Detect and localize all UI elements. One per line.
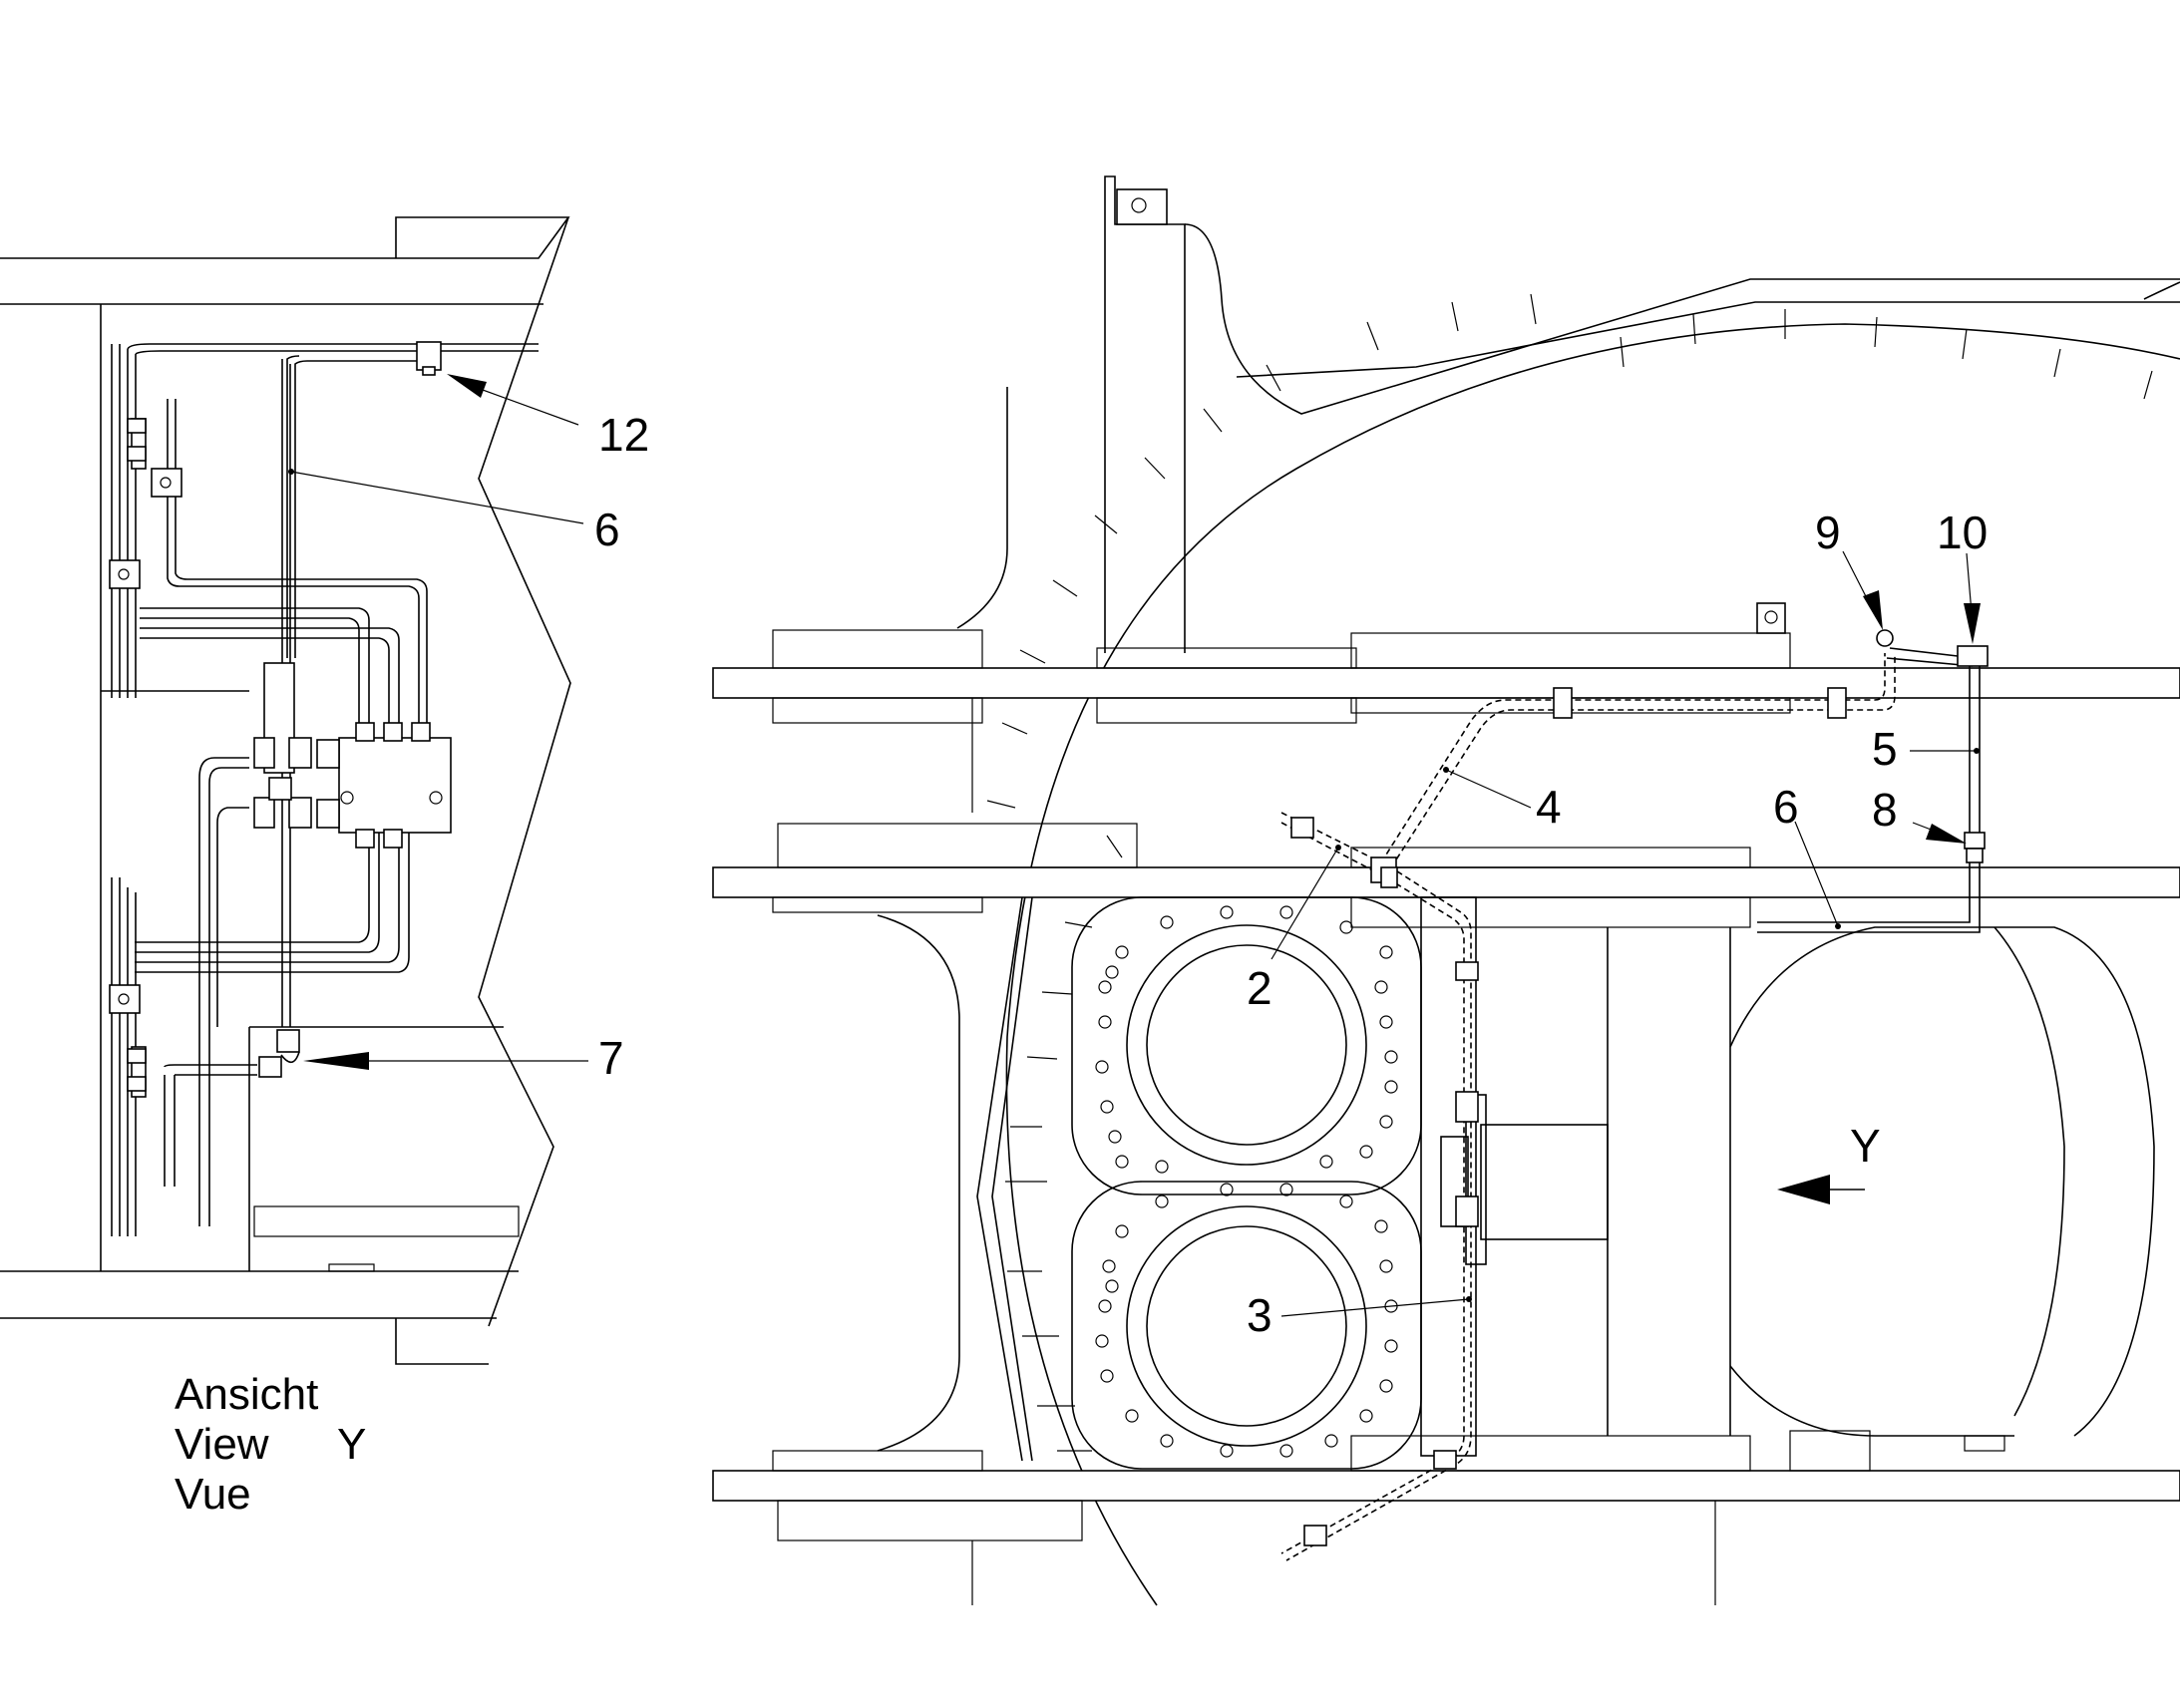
caption-view: View xyxy=(175,1420,269,1469)
callout-12: 12 xyxy=(598,409,649,461)
callout-5: 5 xyxy=(1872,723,1898,775)
callout-4: 4 xyxy=(1536,781,1562,833)
right-callouts: 9 10 5 8 4 6 2 3 xyxy=(1247,507,1988,1341)
hydraulic-lines xyxy=(1280,629,1989,1561)
callout-8: 8 xyxy=(1872,784,1898,836)
callout-9: 9 xyxy=(1815,507,1841,558)
caption-letter: Y xyxy=(337,1420,366,1469)
callout-6: 6 xyxy=(594,504,620,555)
view-caption: Ansicht View Y Vue xyxy=(175,1370,366,1519)
view-marker-letter: Y xyxy=(1850,1120,1881,1172)
callout-3: 3 xyxy=(1247,1289,1272,1341)
callout-10: 10 xyxy=(1937,507,1988,558)
callout-6-main: 6 xyxy=(1773,781,1799,833)
view-y-drawing xyxy=(0,216,571,1365)
caption-ansicht: Ansicht xyxy=(175,1370,318,1419)
callout-7: 7 xyxy=(598,1032,624,1084)
view-direction-marker: Y xyxy=(1777,1120,1881,1204)
left-callouts: 12 6 7 xyxy=(290,374,649,1084)
main-assembly-drawing xyxy=(712,175,2180,1606)
callout-2: 2 xyxy=(1247,962,1272,1014)
caption-vue: Vue xyxy=(175,1470,251,1519)
